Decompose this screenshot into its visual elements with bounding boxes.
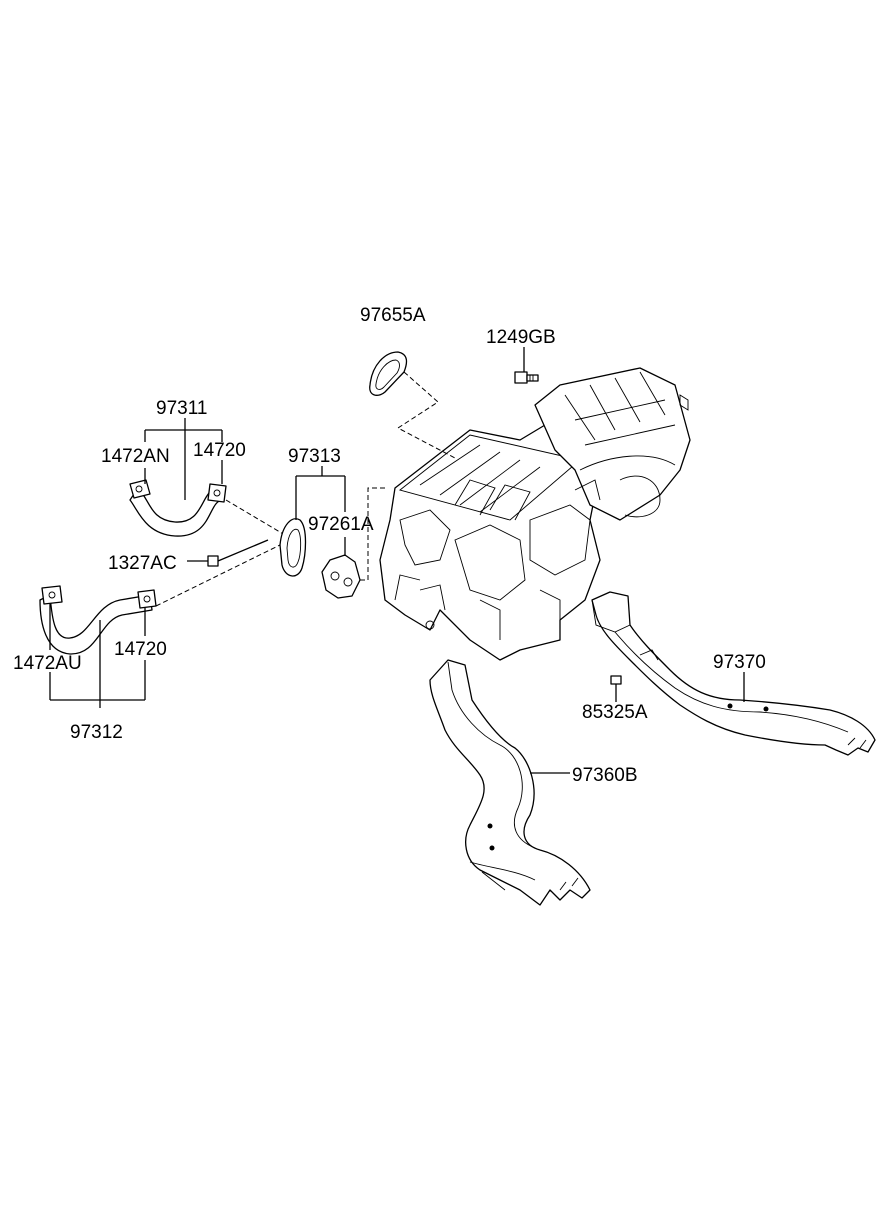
label-1249GB: 1249GB	[486, 327, 556, 348]
callout-lines	[49, 347, 745, 774]
label-97312: 97312	[70, 722, 123, 743]
label-1472AN: 1472AN	[101, 446, 170, 467]
leader-97311-dashed	[225, 499, 291, 539]
screw-85325A	[610, 675, 622, 696]
label-97370: 97370	[713, 652, 766, 673]
label-1327AC: 1327AC	[108, 553, 177, 574]
label-85325A: 85325A	[582, 702, 648, 723]
screw-1249GB	[514, 371, 539, 384]
label-14720-top: 14720	[193, 440, 246, 461]
label-14720-bottom: 14720	[114, 639, 167, 660]
grommet-97313	[279, 518, 307, 577]
label-97261A: 97261A	[308, 514, 374, 535]
hose-97312	[39, 585, 157, 655]
leader-97312-dashed	[155, 544, 281, 607]
gasket-97261A	[321, 554, 361, 599]
duct-97370	[591, 591, 876, 756]
label-97655A: 97655A	[360, 305, 426, 326]
hose-97311	[129, 479, 227, 537]
label-97311: 97311	[156, 398, 207, 419]
label-97313: 97313	[288, 446, 341, 467]
part-labels: 97655A 1249GB 97311 1472AN 14720 97313 9…	[13, 305, 766, 786]
leader-97655A-dashed	[397, 371, 456, 459]
heater-unit-assembly	[379, 367, 691, 661]
bolt-1327AC	[207, 555, 219, 567]
label-1472AU: 1472AU	[13, 653, 82, 674]
seal-97655A	[369, 351, 408, 396]
duct-97360B	[429, 659, 591, 906]
leader-97261A-dashed	[360, 487, 388, 581]
label-97360B: 97360B	[572, 765, 638, 786]
line-1327AC-extension	[217, 539, 269, 562]
